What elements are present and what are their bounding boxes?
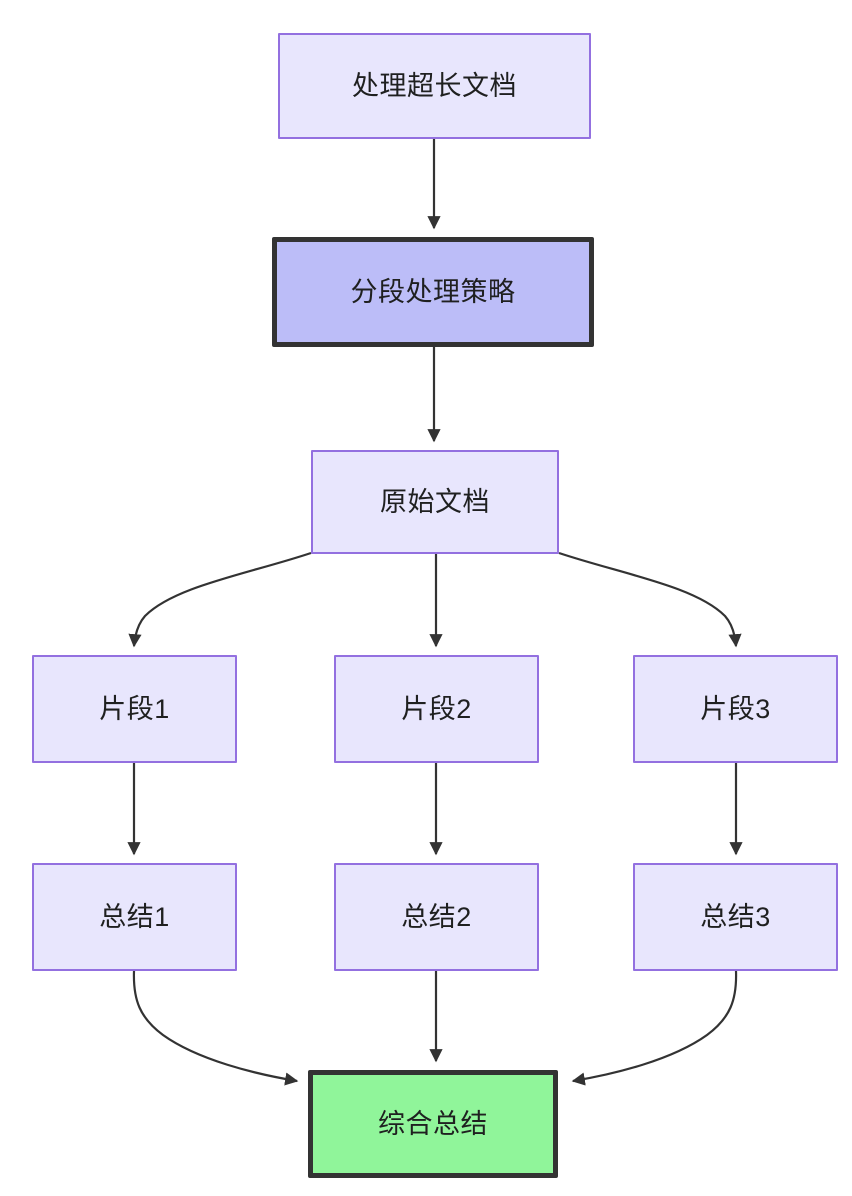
node-summary-2[interactable]: 总结2 (334, 863, 539, 971)
node-label: 片段1 (99, 693, 170, 724)
node-label: 总结3 (700, 901, 771, 932)
edge-n3-n4 (128, 551, 312, 648)
node-label: 分段处理策略 (350, 276, 516, 307)
node-label: 综合总结 (378, 1108, 488, 1139)
node-label: 总结2 (401, 901, 472, 932)
node-label: 片段2 (401, 693, 472, 724)
edge-n3-n6 (558, 551, 742, 648)
node-fragment-2[interactable]: 片段2 (334, 655, 539, 763)
node-summary-3[interactable]: 总结3 (633, 863, 838, 971)
edge-n9-n10 (571, 970, 738, 1086)
node-fragment-3[interactable]: 片段3 (633, 655, 838, 763)
node-process-long-document[interactable]: 处理超长文档 (278, 33, 591, 139)
node-label: 总结1 (99, 901, 170, 932)
node-chunking-strategy[interactable]: 分段处理策略 (272, 237, 594, 347)
node-label: 处理超长文档 (352, 70, 517, 101)
node-fragment-1[interactable]: 片段1 (32, 655, 237, 763)
node-label: 片段3 (700, 693, 771, 724)
node-original-document[interactable]: 原始文档 (311, 450, 559, 554)
node-final-summary[interactable]: 综合总结 (308, 1070, 558, 1178)
edge-n7-n10 (132, 970, 299, 1086)
node-label: 原始文档 (380, 486, 490, 517)
node-summary-1[interactable]: 总结1 (32, 863, 237, 971)
